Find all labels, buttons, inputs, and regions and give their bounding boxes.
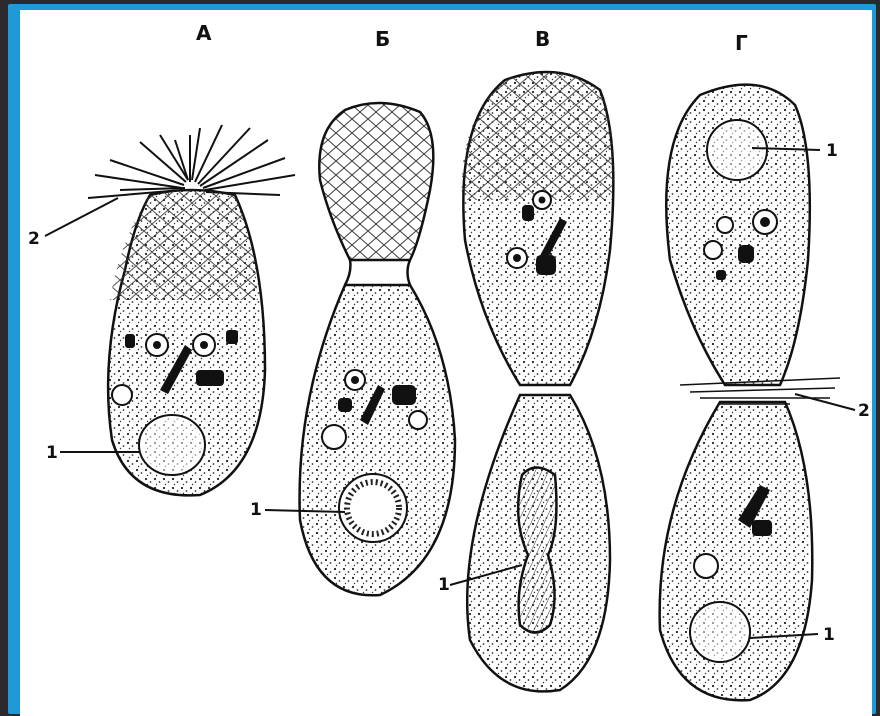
label-c-nucleus: 1 (438, 575, 450, 595)
panel-label-c: В (535, 27, 550, 51)
cell-body-b-top (319, 103, 433, 260)
panel-label-b: Б (375, 27, 390, 51)
label-a-cilia: 2 (28, 229, 40, 249)
panel-b (265, 103, 455, 595)
label-a-nucleus: 1 (46, 443, 58, 463)
panel-label-a: А (196, 21, 212, 45)
panel-a (45, 125, 295, 495)
panel-c (450, 72, 614, 691)
label-g-nucleus-bottom: 1 (823, 625, 835, 645)
label-g-constriction: 2 (858, 401, 870, 421)
label-g-nucleus-top: 1 (826, 141, 838, 161)
panel-label-g: Г (735, 31, 748, 55)
label-b-nucleus: 1 (250, 500, 262, 520)
cilia-tuft (88, 125, 295, 198)
panel-g (660, 85, 855, 701)
